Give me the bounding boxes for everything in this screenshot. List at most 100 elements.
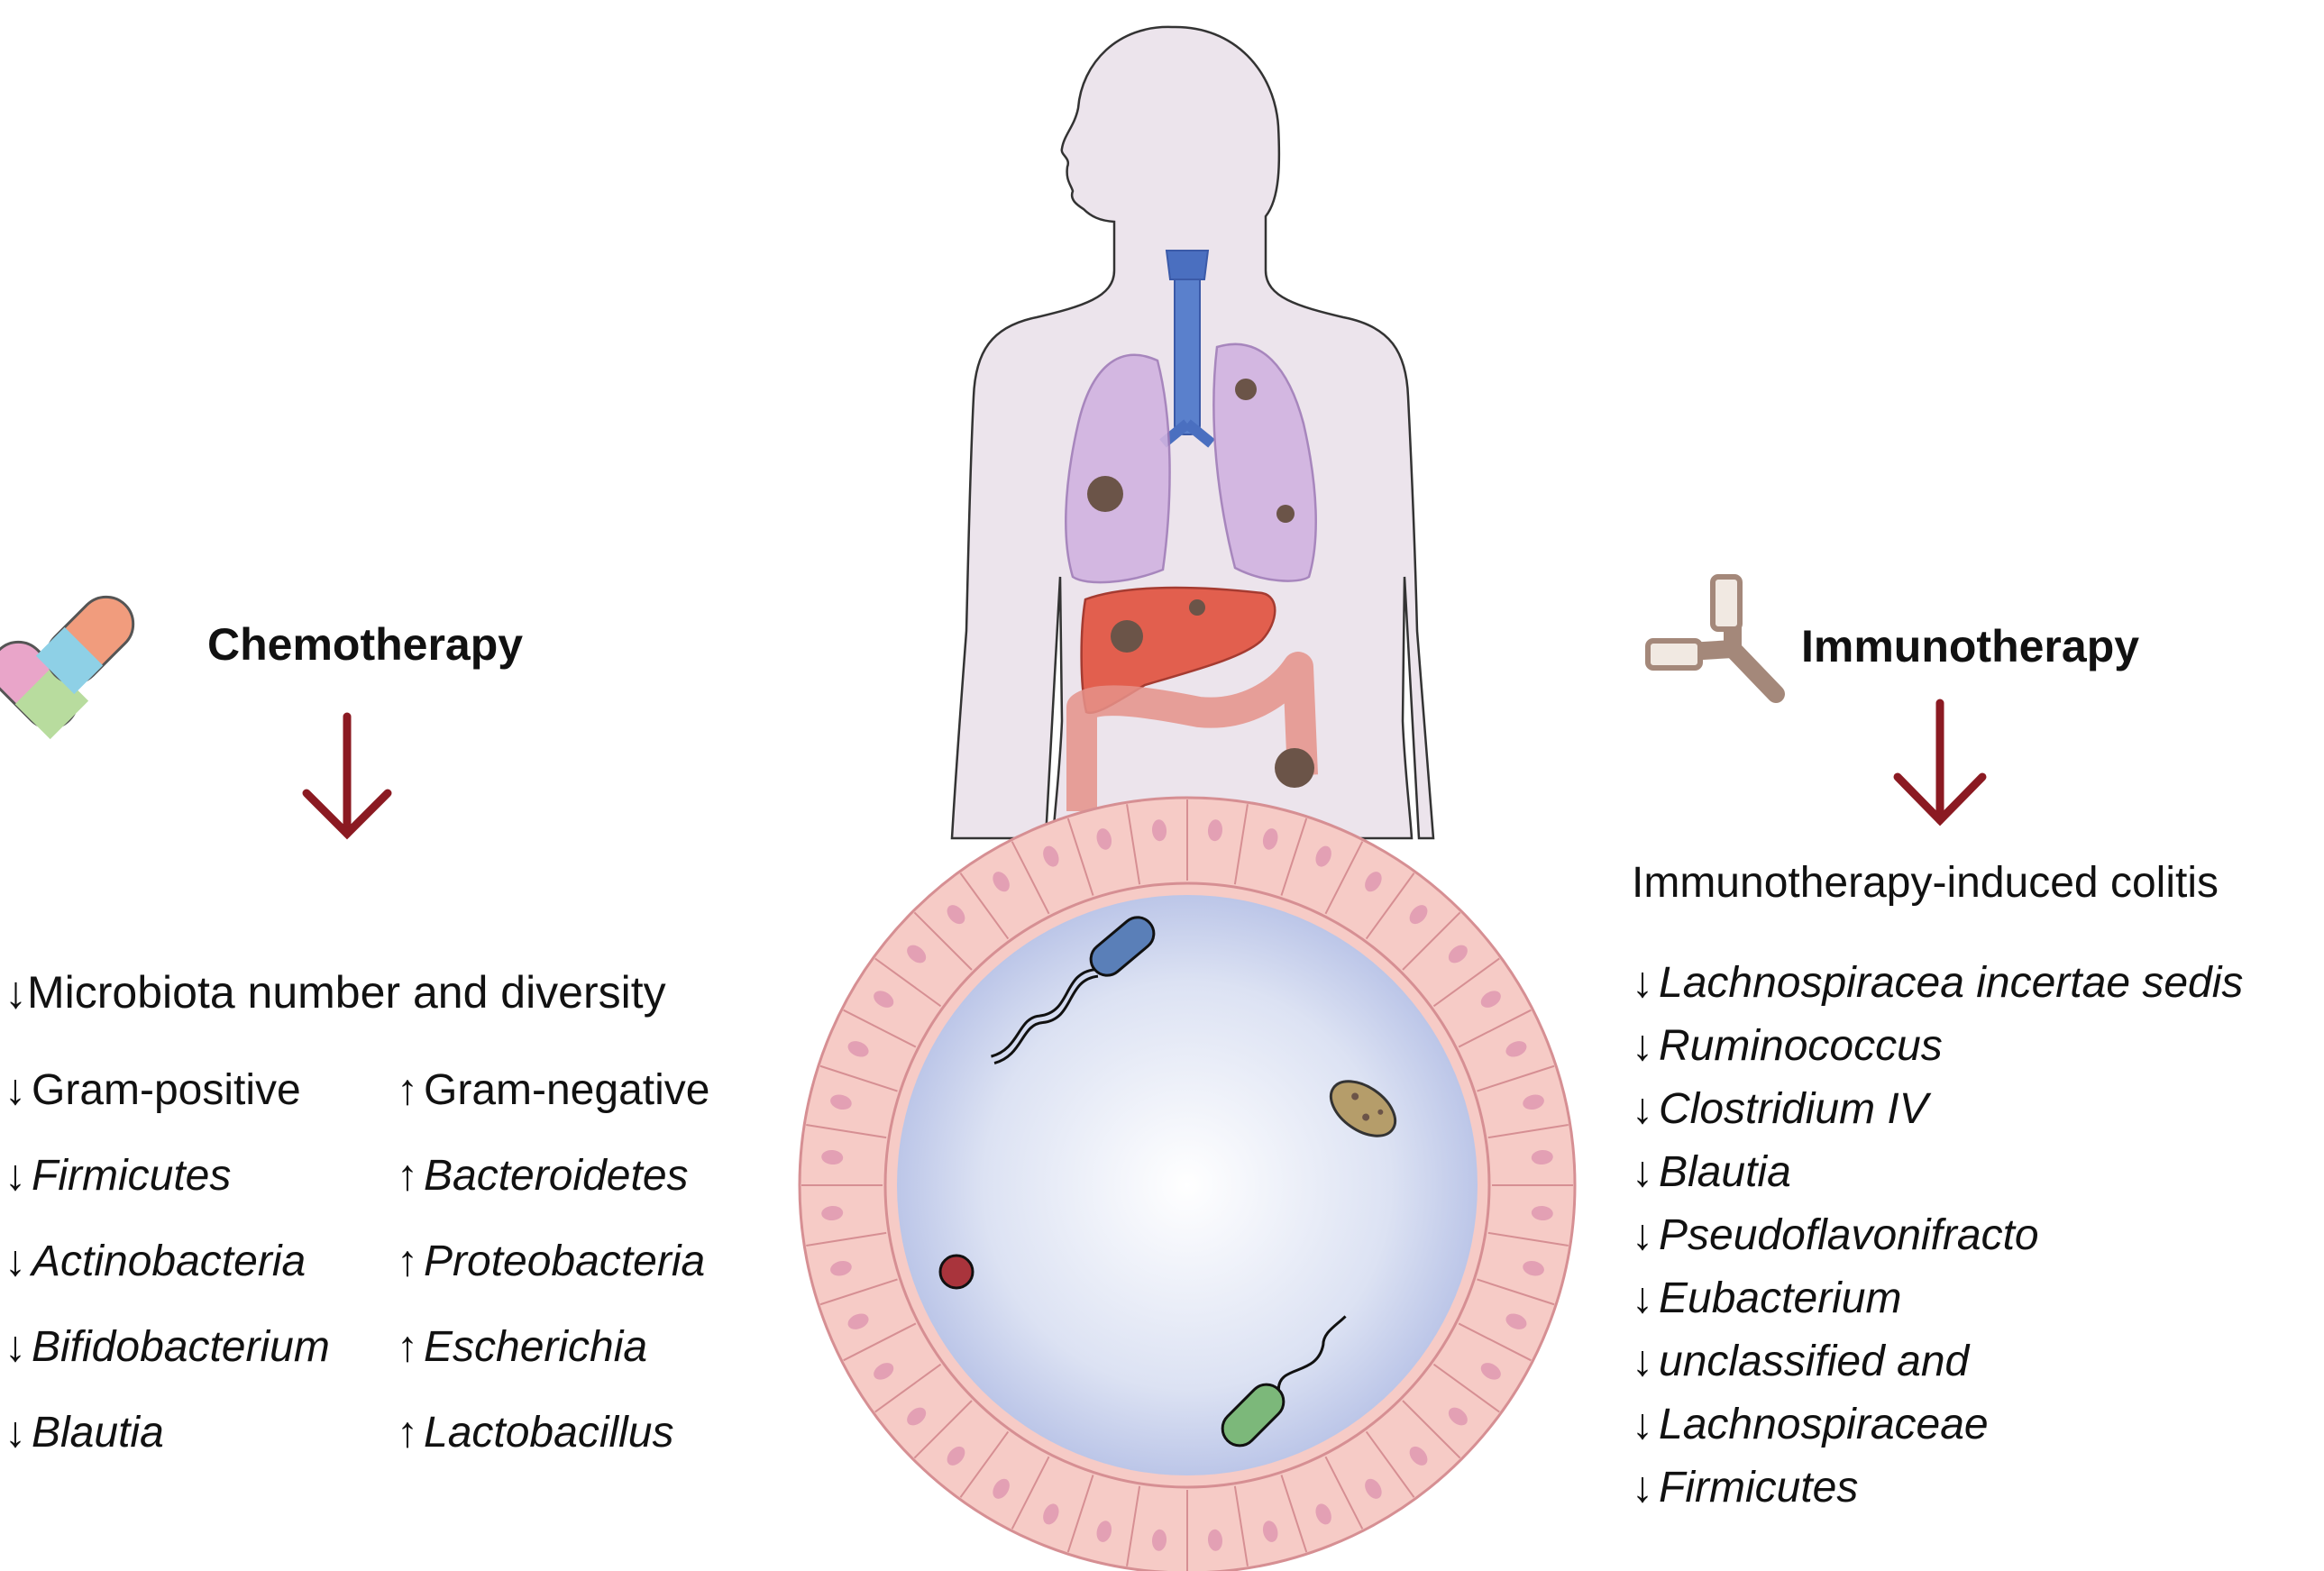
cell-nucleus [1365, 1478, 1382, 1499]
list-item: ↓Bifidobacterium [5, 1304, 330, 1390]
cell-border [1324, 1456, 1364, 1530]
blue-rod-bacterium [991, 916, 1156, 1064]
chemotherapy-arrow-icon [302, 712, 392, 840]
cell-border [1280, 817, 1308, 896]
arrow-glyph: ↓ [5, 1323, 26, 1371]
cell-nucleus [1262, 828, 1278, 850]
cell-border [959, 872, 1010, 940]
chemo-summary-arrow: ↓ [5, 967, 27, 1018]
taxon-label: Proteobacteria [424, 1238, 706, 1285]
cell-nucleus [1505, 1313, 1527, 1329]
cell-nucleus [1096, 828, 1112, 850]
taxon-label: Bifidobacterium [32, 1323, 330, 1371]
taxon-label: Eubacterium [1659, 1274, 1902, 1322]
cell-border [913, 911, 973, 971]
arrow-glyph: ↓ [1632, 959, 1653, 1007]
cell-border [819, 1278, 898, 1306]
taxon-label: Firmicutes [1659, 1464, 1859, 1512]
cell-border [1487, 1124, 1569, 1139]
cell-border [843, 1009, 917, 1048]
immunotherapy-arrow-icon [1893, 699, 1987, 827]
taxon-label: Ruminococcus [1659, 1022, 1943, 1070]
cell-border [1365, 1430, 1415, 1498]
taxon-label: Blautia [32, 1409, 164, 1457]
cell-nucleus [1365, 872, 1382, 892]
list-item: ↓Clostridium IV [1632, 1078, 2243, 1141]
cell-nucleus [1043, 1503, 1059, 1525]
list-item: ↓Eubacterium [1632, 1267, 2243, 1330]
taxon-label: Escherichia [424, 1323, 648, 1371]
cell-nucleus [1409, 1446, 1428, 1466]
cell-nucleus [874, 991, 894, 1008]
cell-nucleus [947, 1446, 965, 1466]
arrow-glyph: ↑ [397, 1152, 418, 1200]
left-lung [1212, 343, 1317, 582]
cell-nucleus [821, 1149, 844, 1165]
tumor [1276, 505, 1295, 523]
chemo-summary-label: Microbiota number and diversity [27, 967, 666, 1018]
cell-nucleus [1480, 991, 1501, 1008]
immunotherapy-title: Immunotherapy [1801, 621, 2140, 671]
capsule-icon [0, 595, 135, 740]
cell-border [913, 1400, 973, 1459]
list-item: ↓Pseudoflavonifracto [1632, 1204, 2243, 1267]
cell-nucleus [847, 1313, 869, 1329]
cell-nucleus [1505, 1041, 1527, 1057]
list-item: ↑Bacteroidetes [397, 1133, 709, 1219]
arrow-glyph: ↓ [1632, 1022, 1653, 1070]
cell-nucleus [847, 1041, 869, 1057]
taxon-label: Pseudoflavonifracto [1659, 1211, 2039, 1259]
taxon-label: unclassified and [1659, 1338, 1970, 1385]
tumor [1275, 748, 1314, 788]
cell-nucleus [1531, 1205, 1553, 1221]
colon [1066, 652, 1318, 811]
arrow-glyph: ↑ [397, 1066, 418, 1114]
cell-nucleus [1043, 845, 1059, 867]
cell-border [1365, 872, 1415, 940]
cell-border [1011, 841, 1050, 915]
cell-nucleus [1262, 1521, 1278, 1542]
cell-nucleus [1096, 1521, 1112, 1542]
larynx [1165, 250, 1210, 280]
antibody-icon [1645, 574, 1785, 703]
green-rod-bacterium [1221, 1315, 1347, 1448]
arrow-glyph: ↓ [1632, 1148, 1653, 1196]
chemo-decreased-list: ↓Gram-positive↓Firmicutes↓Actinobacteria… [5, 1047, 330, 1475]
cell-border [1126, 1485, 1141, 1566]
arrow-glyph: ↓ [5, 1238, 26, 1285]
right-lung [1065, 353, 1171, 584]
taxon-label: Gram-positive [32, 1066, 301, 1114]
cell-nucleus [830, 1094, 852, 1110]
cell-nucleus [993, 872, 1010, 892]
list-item: ↓Ruminococcus [1632, 1015, 2243, 1078]
list-item: ↑Escherichia [397, 1304, 709, 1390]
cell-nucleus [907, 945, 927, 964]
list-item: ↓unclassified and [1632, 1330, 2243, 1393]
cell-border [843, 1322, 917, 1362]
cell-nucleus [993, 1478, 1010, 1499]
list-item: ↓Blautia [5, 1390, 330, 1475]
cell-border [1487, 1231, 1569, 1247]
cell-nucleus [1523, 1260, 1544, 1276]
round-bacterium [938, 1254, 974, 1290]
list-item: ↑Lactobacillus [397, 1390, 709, 1475]
cell-nucleus [1523, 1094, 1544, 1110]
intestine-icon [1066, 652, 1318, 811]
cell-border [1402, 911, 1461, 971]
taxon-label: Gram-negative [424, 1066, 710, 1114]
cell-border [1233, 804, 1249, 885]
cell-border [1458, 1009, 1532, 1048]
cell-nucleus [821, 1205, 844, 1221]
arrow-glyph: ↓ [1632, 1211, 1653, 1259]
cell-border [959, 1430, 1010, 1498]
cell-border [1477, 1278, 1555, 1306]
cell-border [806, 1124, 887, 1139]
taxon-label: Lachnospiraceae [1659, 1401, 1989, 1448]
lungs-icon [1065, 343, 1317, 584]
chemotherapy-title: Chemotherapy [207, 619, 524, 670]
cell-border [1402, 1400, 1461, 1459]
cell-border [874, 1363, 942, 1413]
tumor [1087, 476, 1123, 512]
cell-border [1011, 1456, 1050, 1530]
